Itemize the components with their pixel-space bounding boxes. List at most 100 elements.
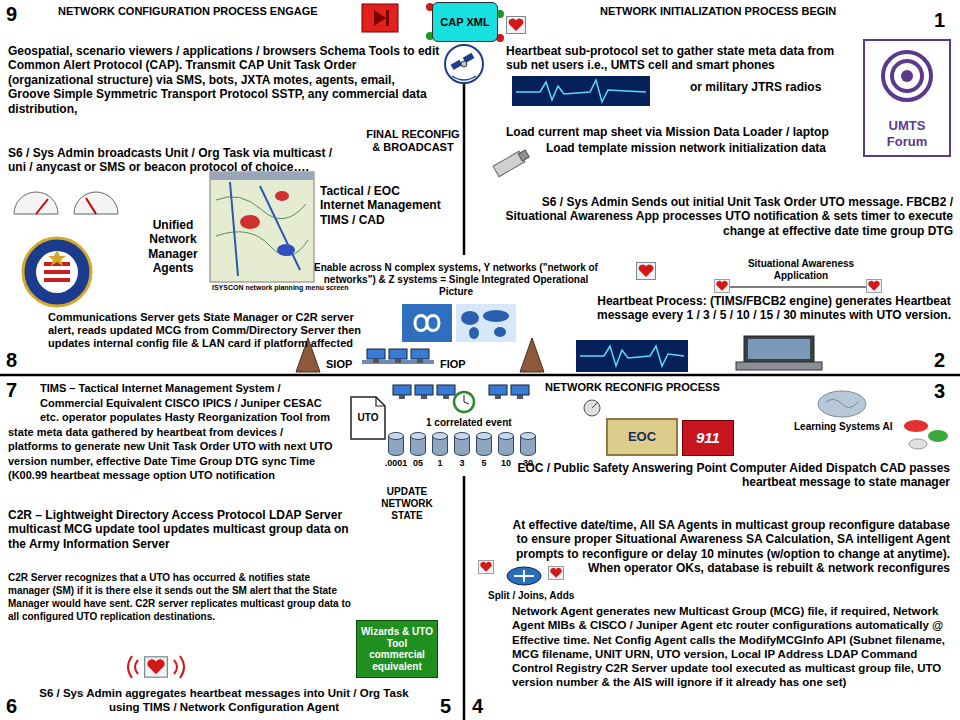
map-screen — [216, 197, 306, 219]
server-row — [393, 385, 529, 412]
usb-stick — [518, 150, 529, 161]
sa-bracket — [715, 279, 730, 292]
brain-icon — [818, 391, 866, 417]
text-block: Heartbeat sub-protocol set to gather sta… — [506, 44, 858, 73]
caption: Situational Awareness Application — [738, 258, 864, 282]
router-icon — [479, 560, 494, 573]
world-map-image — [469, 327, 479, 339]
satellite-icon — [445, 45, 483, 83]
text-block: Load current map sheet via Mission Data … — [506, 125, 829, 139]
text-block: C2R Server recognizes that a UTO has occ… — [8, 571, 353, 623]
network-icon — [389, 349, 407, 363]
server-row — [454, 392, 474, 412]
network-icon — [367, 349, 385, 363]
heartbeat-icon — [637, 263, 656, 280]
sa-bracket — [867, 279, 882, 292]
pill-icons — [909, 439, 927, 449]
server-row — [489, 385, 507, 399]
text-block: TIMS – Tactical Internet Management Syst… — [8, 381, 334, 483]
waveform-image — [580, 346, 684, 366]
umts-logo — [901, 70, 913, 82]
network-icon — [411, 349, 429, 363]
radar-icon — [584, 400, 600, 416]
server-row — [464, 402, 469, 404]
waveform-image — [512, 76, 650, 106]
satellite-icon — [452, 76, 476, 80]
heartbeat-broadcast-icon — [128, 656, 184, 678]
laptop-image — [736, 336, 822, 370]
world-map-image — [456, 304, 516, 342]
waveform-image — [516, 80, 646, 102]
satellite-icon — [445, 45, 483, 83]
server-row — [393, 385, 411, 399]
laptop-image — [736, 362, 822, 370]
satellite-icon — [461, 61, 467, 67]
caption: ISYSCON network planning menu screen — [212, 284, 349, 292]
world-map-image — [494, 327, 506, 337]
section-heading: FINAL RECONFIG & BROADCAST — [366, 128, 460, 154]
database-cylinders — [411, 433, 426, 456]
callout-number: 7 — [6, 378, 17, 402]
seal-logo — [48, 250, 66, 266]
text-block: Geospatial, scenario viewers / applicati… — [8, 44, 440, 116]
heartbeat-broadcast-icon — [128, 656, 132, 678]
scale-value: 1 — [426, 458, 454, 469]
waveform-image — [576, 340, 688, 372]
callout-number: 5 — [440, 694, 451, 718]
callout-number: 9 — [6, 2, 17, 26]
text-block: C2R – Lightweight Directory Access Proto… — [8, 508, 358, 551]
scale-value: 10 — [492, 458, 520, 469]
antenna-icons — [520, 338, 544, 372]
caption: Split / Joins, Adds — [488, 590, 574, 602]
map-screen — [277, 244, 295, 256]
text-block: S6 / Sys Admin Sends out initial Unit Ta… — [498, 195, 953, 238]
scale-value: 3 — [448, 458, 476, 469]
text-block: S6 / Sys Admin aggregates heartbeat mess… — [38, 686, 410, 714]
heartbeat-broadcast-icon — [135, 660, 138, 674]
database-cylinders — [477, 433, 492, 456]
world-map-image — [456, 304, 516, 342]
text-block: Load template mission network initializa… — [546, 141, 826, 155]
node-text: 911 — [696, 429, 720, 446]
cap-dots — [426, 3, 504, 42]
divider-lines — [463, 476, 466, 720]
text-block: S6 / Sys Admin broadcasts Unit / Org Tas… — [8, 146, 353, 175]
seal-logo — [44, 278, 70, 282]
callout-number: 2 — [934, 348, 945, 372]
uto-document: UTO — [350, 396, 386, 440]
text-block: Tactical / EOC Internet Management TIMS … — [320, 184, 442, 227]
laptop-image — [744, 336, 814, 362]
map-screen — [216, 232, 308, 256]
network-icon — [362, 349, 434, 364]
router-icon — [514, 570, 534, 582]
divider-lines — [0, 374, 960, 377]
database-cylinders — [389, 433, 536, 456]
text-block: Unified Network Manager Agents — [134, 218, 212, 276]
heartbeat-icon — [507, 17, 526, 34]
laptop-image — [748, 339, 810, 359]
usb-stick — [493, 150, 529, 177]
brain-icon — [818, 391, 866, 417]
database-cylinders — [499, 433, 514, 456]
server-row — [415, 385, 433, 399]
server-row — [511, 385, 529, 399]
seal-logo — [44, 270, 70, 274]
map-screen — [260, 186, 300, 270]
text-block: Network Agent generates new Multicast Gr… — [512, 604, 954, 690]
scale-value: 05 — [404, 458, 432, 469]
infinity-image — [402, 304, 452, 342]
eoc-badge: EOC — [606, 418, 678, 456]
callout-number: 3 — [934, 379, 945, 403]
database-cylinders — [433, 433, 448, 456]
text-block: Enable across N complex systems, Y netwo… — [308, 262, 604, 298]
heartbeat-broadcast-icon — [180, 656, 184, 678]
server-row — [437, 385, 455, 399]
map-screen — [210, 172, 314, 282]
callout-number: 6 — [6, 694, 17, 718]
text-block: Communications Server gets State Manager… — [48, 311, 373, 350]
radar-icon — [584, 400, 600, 416]
umts-logo — [864, 40, 950, 156]
node-text: Wizards & UTO Tool commercial equivalent — [361, 626, 433, 672]
waveform-image — [512, 76, 650, 106]
